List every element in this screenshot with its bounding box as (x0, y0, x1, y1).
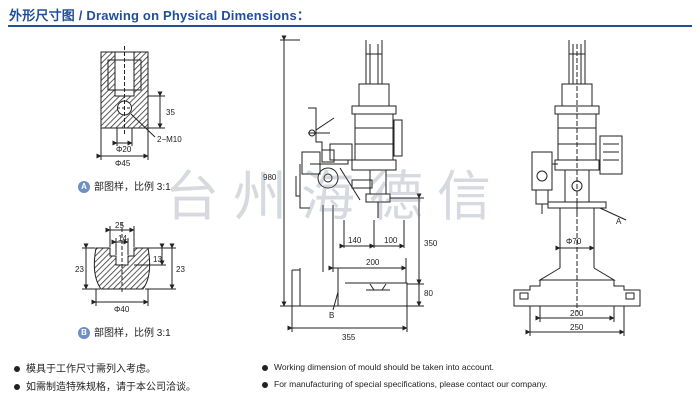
bullet-icon (14, 366, 20, 373)
detail-a-caption-text: 部图样，比例 3:1 (94, 182, 171, 193)
dim-side-355: 355 (342, 333, 356, 342)
dim-a-35: 35 (166, 108, 175, 117)
note-en-1: Working dimension of mould should be tak… (262, 362, 494, 372)
dim-side-200: 200 (366, 258, 380, 267)
dim-b-14: 14 (118, 234, 127, 243)
dim-front-phi70: Φ70 (566, 237, 582, 246)
front-view-drawing (513, 40, 641, 336)
dim-side-140: 140 (348, 236, 362, 245)
dim-side-980: 980 (263, 173, 277, 182)
label-a-callout: A (616, 217, 622, 226)
dim-side-350: 350 (424, 239, 438, 248)
bullet-icon (262, 364, 268, 371)
dim-b-23-left: 23 (75, 265, 84, 274)
dim-side-100: 100 (384, 236, 398, 245)
dim-b-13: 13 (153, 255, 162, 264)
note-cn-2: 如需制造特殊规格，请于本公司洽谈。 (14, 378, 196, 393)
side-view-drawing (280, 35, 424, 332)
page-title: 外形尺寸图 / Drawing on Physical Dimensions： (9, 8, 311, 23)
badge-a: A (78, 181, 90, 194)
note-en-2: For manufacturing of special specificati… (262, 379, 547, 389)
dim-front-250: 250 (570, 323, 584, 332)
detail-a-drawing (96, 46, 165, 160)
bullet-icon (262, 381, 268, 388)
bullet-icon (14, 384, 20, 391)
dim-a-thread: 2−M10 (157, 135, 182, 144)
detail-b-caption: B 部图样，比例 3:1 (78, 324, 171, 340)
detail-b-caption-text: 部图样，比例 3:1 (94, 328, 171, 339)
title-divider (8, 25, 692, 27)
dim-b-phi40: Φ40 (114, 305, 130, 314)
dim-front-200: 200 (570, 309, 584, 318)
badge-b: B (78, 327, 90, 340)
detail-a-caption: A 部图样，比例 3:1 (78, 178, 171, 194)
dim-b-25: 25 (115, 221, 124, 230)
dim-b-23-right: 23 (176, 265, 185, 274)
dim-a-phi20: Φ20 (116, 145, 132, 154)
label-b-callout: B (329, 311, 334, 320)
dim-side-80: 80 (424, 289, 433, 298)
detail-b-drawing (82, 222, 176, 306)
dim-a-phi45: Φ45 (115, 159, 131, 168)
watermark: 台州海德信 (165, 165, 505, 228)
note-cn-1: 模具于工作尺寸需列入考虑。 (14, 360, 156, 375)
